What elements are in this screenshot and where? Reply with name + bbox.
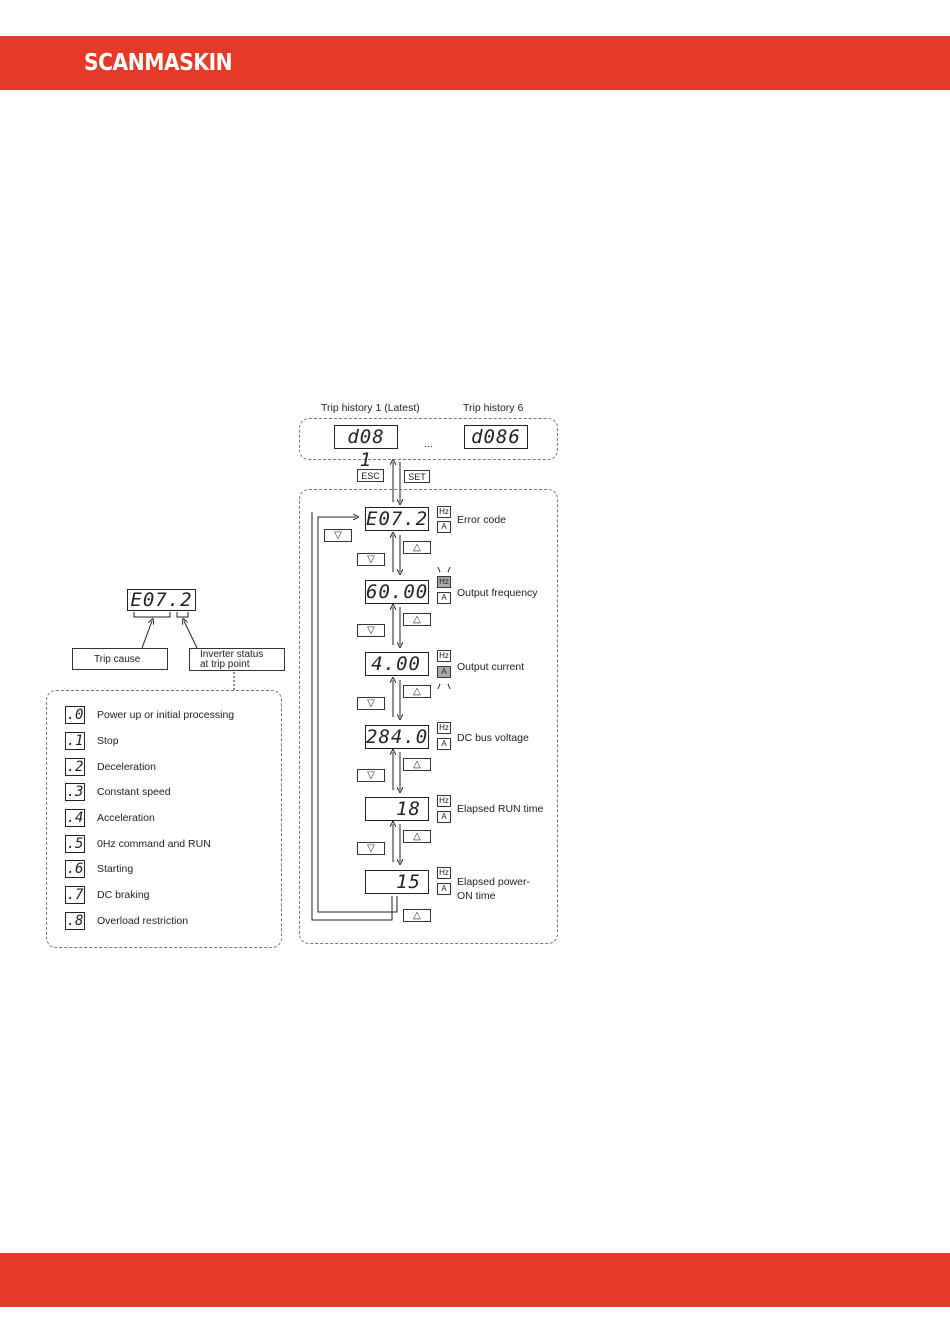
status-code-label: DC braking (97, 889, 150, 901)
status-code: .7 (65, 886, 85, 904)
trip-history-oldest-label: Trip history 6 (463, 402, 524, 414)
trip-history-latest-display: d08 1 (334, 425, 398, 471)
brand-logo: SCANMASKIN (84, 50, 233, 76)
esc-key[interactable]: ESC (357, 469, 384, 482)
a-indicator: A (437, 738, 451, 750)
status-code-label: 0Hz command and RUN (97, 838, 211, 850)
dc-bus-voltage-display: 284.0 (365, 725, 429, 749)
up-key[interactable]: △ (403, 909, 431, 922)
elapsed-power-on-time-display: 15 (365, 870, 429, 894)
inverter-status-label: Inverter status at trip point (189, 648, 285, 671)
status-code-label: Stop (97, 735, 119, 747)
status-code: .5 (65, 835, 85, 853)
header-band (0, 36, 950, 90)
down-key[interactable]: ▽ (357, 769, 385, 782)
trip-history-oldest-display: d086 (464, 425, 528, 449)
hz-indicator: Hz (437, 722, 451, 734)
footer-band (0, 1253, 950, 1307)
down-key[interactable]: ▽ (357, 842, 385, 855)
status-code-label: Constant speed (97, 786, 171, 798)
status-code-label: Starting (97, 863, 134, 875)
down-key[interactable]: ▽ (324, 529, 352, 542)
hz-indicator: Hz (437, 795, 451, 807)
elapsed-power-on-time-label-2: ON time (457, 890, 496, 902)
status-code: .8 (65, 912, 85, 930)
elapsed-power-on-time-label: Elapsed power- (457, 876, 530, 888)
elapsed-run-time-label: Elapsed RUN time (457, 803, 544, 815)
error-code-label: Error code (457, 514, 507, 526)
trip-cause-label: Trip cause (72, 648, 168, 670)
elapsed-run-time-display: 18 (365, 797, 429, 821)
error-code-display: E07.2 (365, 507, 429, 531)
status-code: .6 (65, 860, 85, 878)
set-key[interactable]: SET (404, 470, 430, 483)
dc-bus-voltage-label: DC bus voltage (457, 732, 529, 744)
output-frequency-label: Output frequency (457, 587, 538, 599)
hz-indicator: Hz (437, 650, 451, 662)
status-code: .0 (65, 706, 85, 724)
a-indicator: A (437, 883, 451, 895)
trip-history-panel (299, 418, 558, 460)
hz-indicator: Hz (437, 867, 451, 879)
status-code-label: Power up or initial processing (97, 709, 235, 721)
a-indicator: A (437, 666, 451, 678)
down-key[interactable]: ▽ (357, 697, 385, 710)
output-current-display: 4.00 (365, 652, 429, 676)
down-key[interactable]: ▽ (357, 553, 385, 566)
output-frequency-display: 60.00 (365, 580, 429, 604)
up-key[interactable]: △ (403, 758, 431, 771)
error-code-breakdown-display: E07.2 (127, 589, 196, 611)
status-code-label: Deceleration (97, 761, 156, 773)
monitor-panel (299, 489, 558, 944)
status-code: .2 (65, 758, 85, 776)
up-key[interactable]: △ (403, 541, 431, 554)
up-key[interactable]: △ (403, 685, 431, 698)
up-key[interactable]: △ (403, 830, 431, 843)
a-indicator: A (437, 592, 451, 604)
status-code: .1 (65, 732, 85, 750)
status-code-label: Acceleration (97, 812, 155, 824)
status-code-label: Overload restriction (97, 915, 189, 927)
output-current-label: Output current (457, 661, 525, 673)
a-indicator: A (437, 521, 451, 533)
status-code: .3 (65, 783, 85, 801)
status-codes-panel (46, 690, 282, 948)
trip-history-latest-label: Trip history 1 (Latest) (321, 402, 420, 414)
status-code: .4 (65, 809, 85, 827)
trip-history-ellipsis: ... (424, 438, 433, 450)
hz-indicator: Hz (437, 506, 451, 518)
down-key[interactable]: ▽ (357, 624, 385, 637)
a-indicator: A (437, 811, 451, 823)
hz-indicator: Hz (437, 576, 451, 588)
up-key[interactable]: △ (403, 613, 431, 626)
